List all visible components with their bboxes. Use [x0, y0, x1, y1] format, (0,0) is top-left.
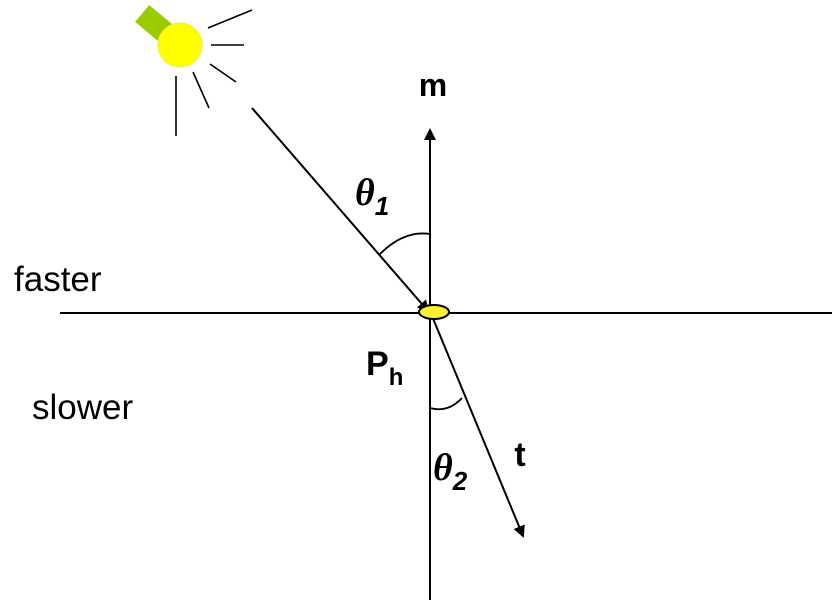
angle2-arc — [429, 397, 463, 411]
transmitted-label: t — [514, 436, 525, 474]
incident-ray — [251, 107, 430, 313]
angle1-subscript: 1 — [375, 191, 389, 221]
hit-point-subscript: h — [389, 364, 404, 391]
upper-medium-label: faster — [14, 260, 102, 299]
angle2-label: θ2 — [433, 447, 468, 496]
angle1-symbol: θ — [355, 172, 375, 214]
sun-glow — [157, 22, 203, 68]
sun-icon — [135, 5, 253, 136]
transmitted-ray — [431, 315, 525, 538]
sun-rays — [175, 9, 253, 136]
hit-point-marker — [418, 304, 450, 320]
angle1-arc — [379, 232, 431, 255]
hit-point-label: Ph — [366, 345, 403, 391]
hit-point-letter: P — [366, 345, 389, 383]
angle1-label: θ1 — [355, 172, 389, 221]
normal-label: m — [419, 67, 447, 103]
sun-disc — [158, 23, 202, 67]
angle2-symbol: θ — [433, 447, 453, 489]
lower-medium-label: slower — [32, 388, 133, 427]
angle2-subscript: 2 — [452, 466, 468, 496]
